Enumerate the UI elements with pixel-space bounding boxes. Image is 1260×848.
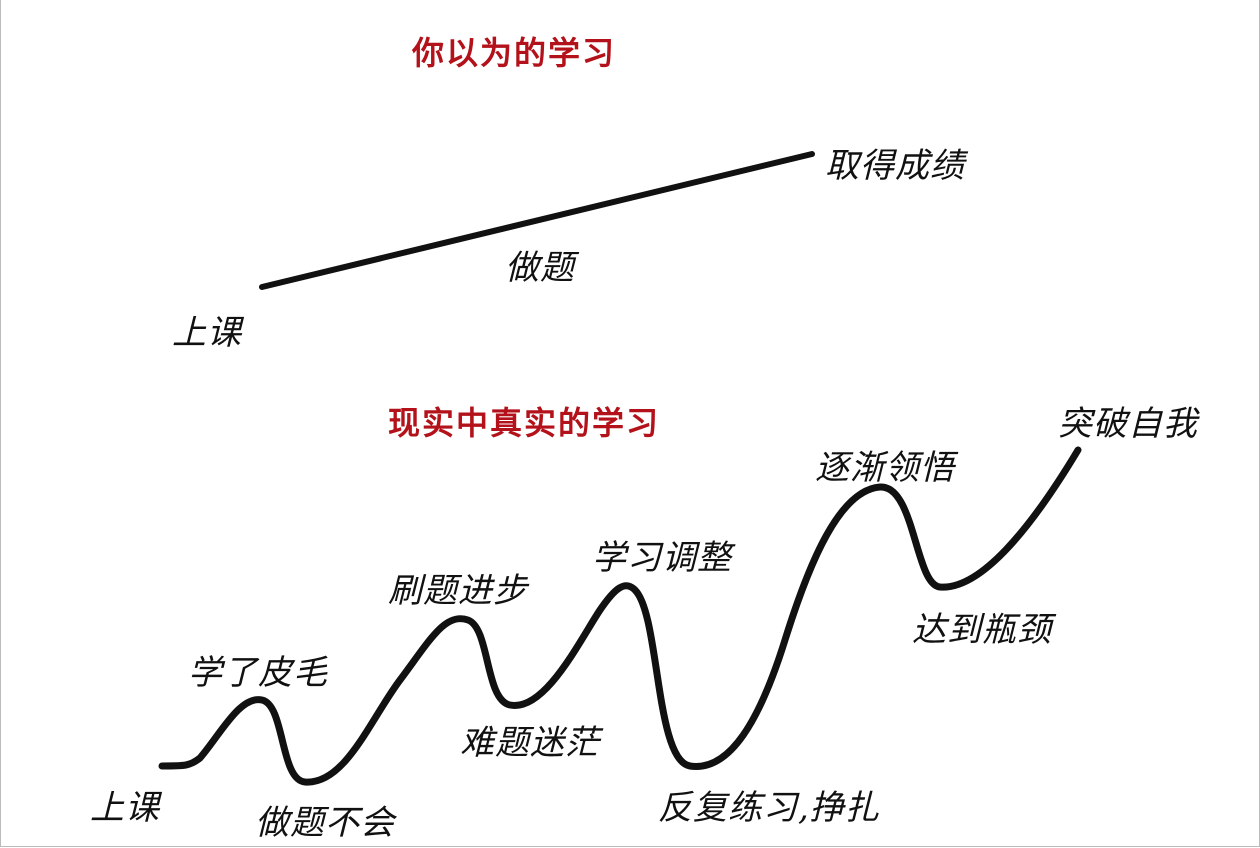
label-trough2: 难题迷茫 <box>460 723 600 763</box>
label-trough1: 做题不会 <box>255 803 395 843</box>
ideal-end-label: 取得成绩 <box>825 146 965 186</box>
reality-learning-title: 现实中真实的学习 <box>388 404 661 442</box>
real-learning-curve <box>158 446 1082 786</box>
ideal-start-label: 上课 <box>172 313 242 353</box>
label-end: 突破自我 <box>1058 404 1198 444</box>
ideal-learning-title: 你以为的学习 <box>412 34 617 72</box>
label-trough3: 反复练习,挣扎 <box>658 788 880 828</box>
label-peak4: 逐渐领悟 <box>815 448 955 488</box>
label-peak2: 刷题进步 <box>388 571 528 611</box>
ideal-middle-label: 做题 <box>505 248 575 288</box>
label-peak3: 学习调整 <box>592 538 732 578</box>
label-trough4: 达到瓶颈 <box>912 610 1052 650</box>
ideal-learning-line <box>259 151 815 290</box>
label-peak1: 学了皮毛 <box>188 653 328 693</box>
label-start: 上课 <box>90 788 160 828</box>
